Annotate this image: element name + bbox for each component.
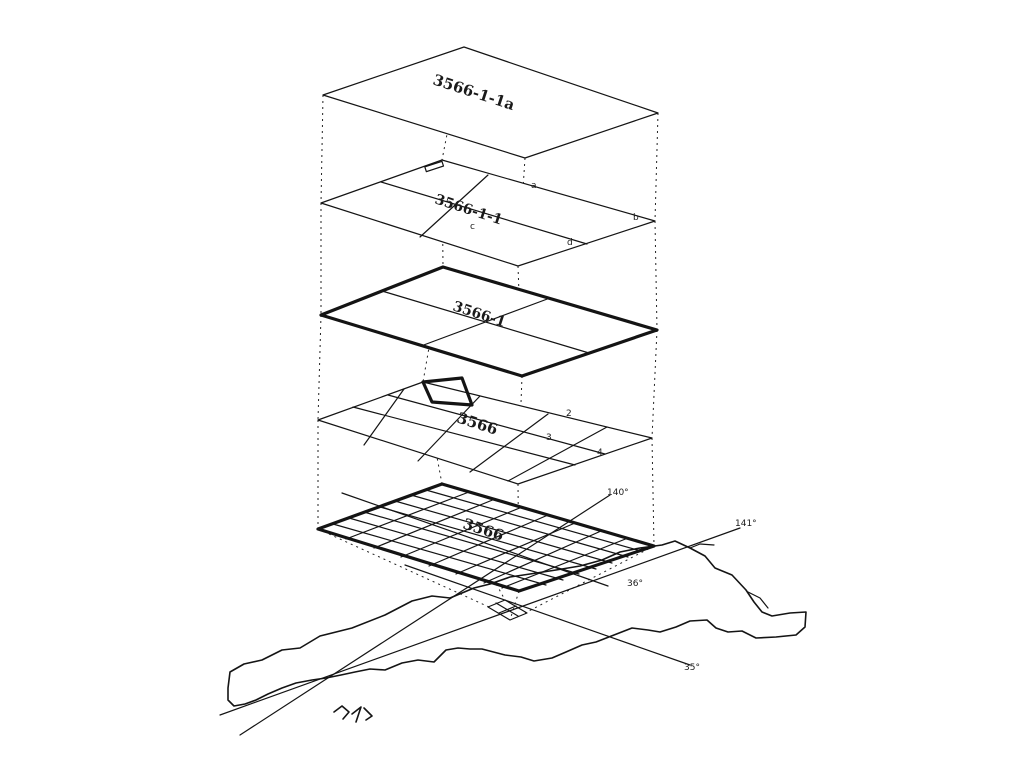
sheet-footprint [487, 599, 528, 621]
signature-text: 3/4 [332, 723, 347, 733]
latitude-label: 35° [684, 663, 700, 673]
signature-mark: 3/4 [332, 705, 373, 733]
sheet-3566-subdivided: 3566 2 3 4 [317, 376, 653, 485]
sheet-3566-1-1a: 3566-1-1a [322, 46, 659, 159]
longitude-label: 140° [607, 488, 629, 498]
longitude-label: 141° [735, 519, 757, 529]
quadrant-letter-c: c [470, 222, 475, 232]
quadrant-letter-b: b [633, 213, 639, 223]
coastline [227, 540, 807, 707]
sheet-3566-1: 3566-1 [319, 265, 659, 378]
quadrant-letter-a: a [531, 181, 537, 191]
sheet-3566-1-1: 3566-1-1 a b c d [320, 159, 656, 267]
latitude-label: 36° [627, 579, 643, 589]
cell-number: 2 [566, 409, 572, 419]
quadrant-letter-d: d [567, 238, 573, 248]
graticule: 140° 141° 36° 35° [219, 488, 757, 736]
cell-number: 3 [546, 433, 552, 443]
cell-number: 4 [597, 448, 603, 458]
